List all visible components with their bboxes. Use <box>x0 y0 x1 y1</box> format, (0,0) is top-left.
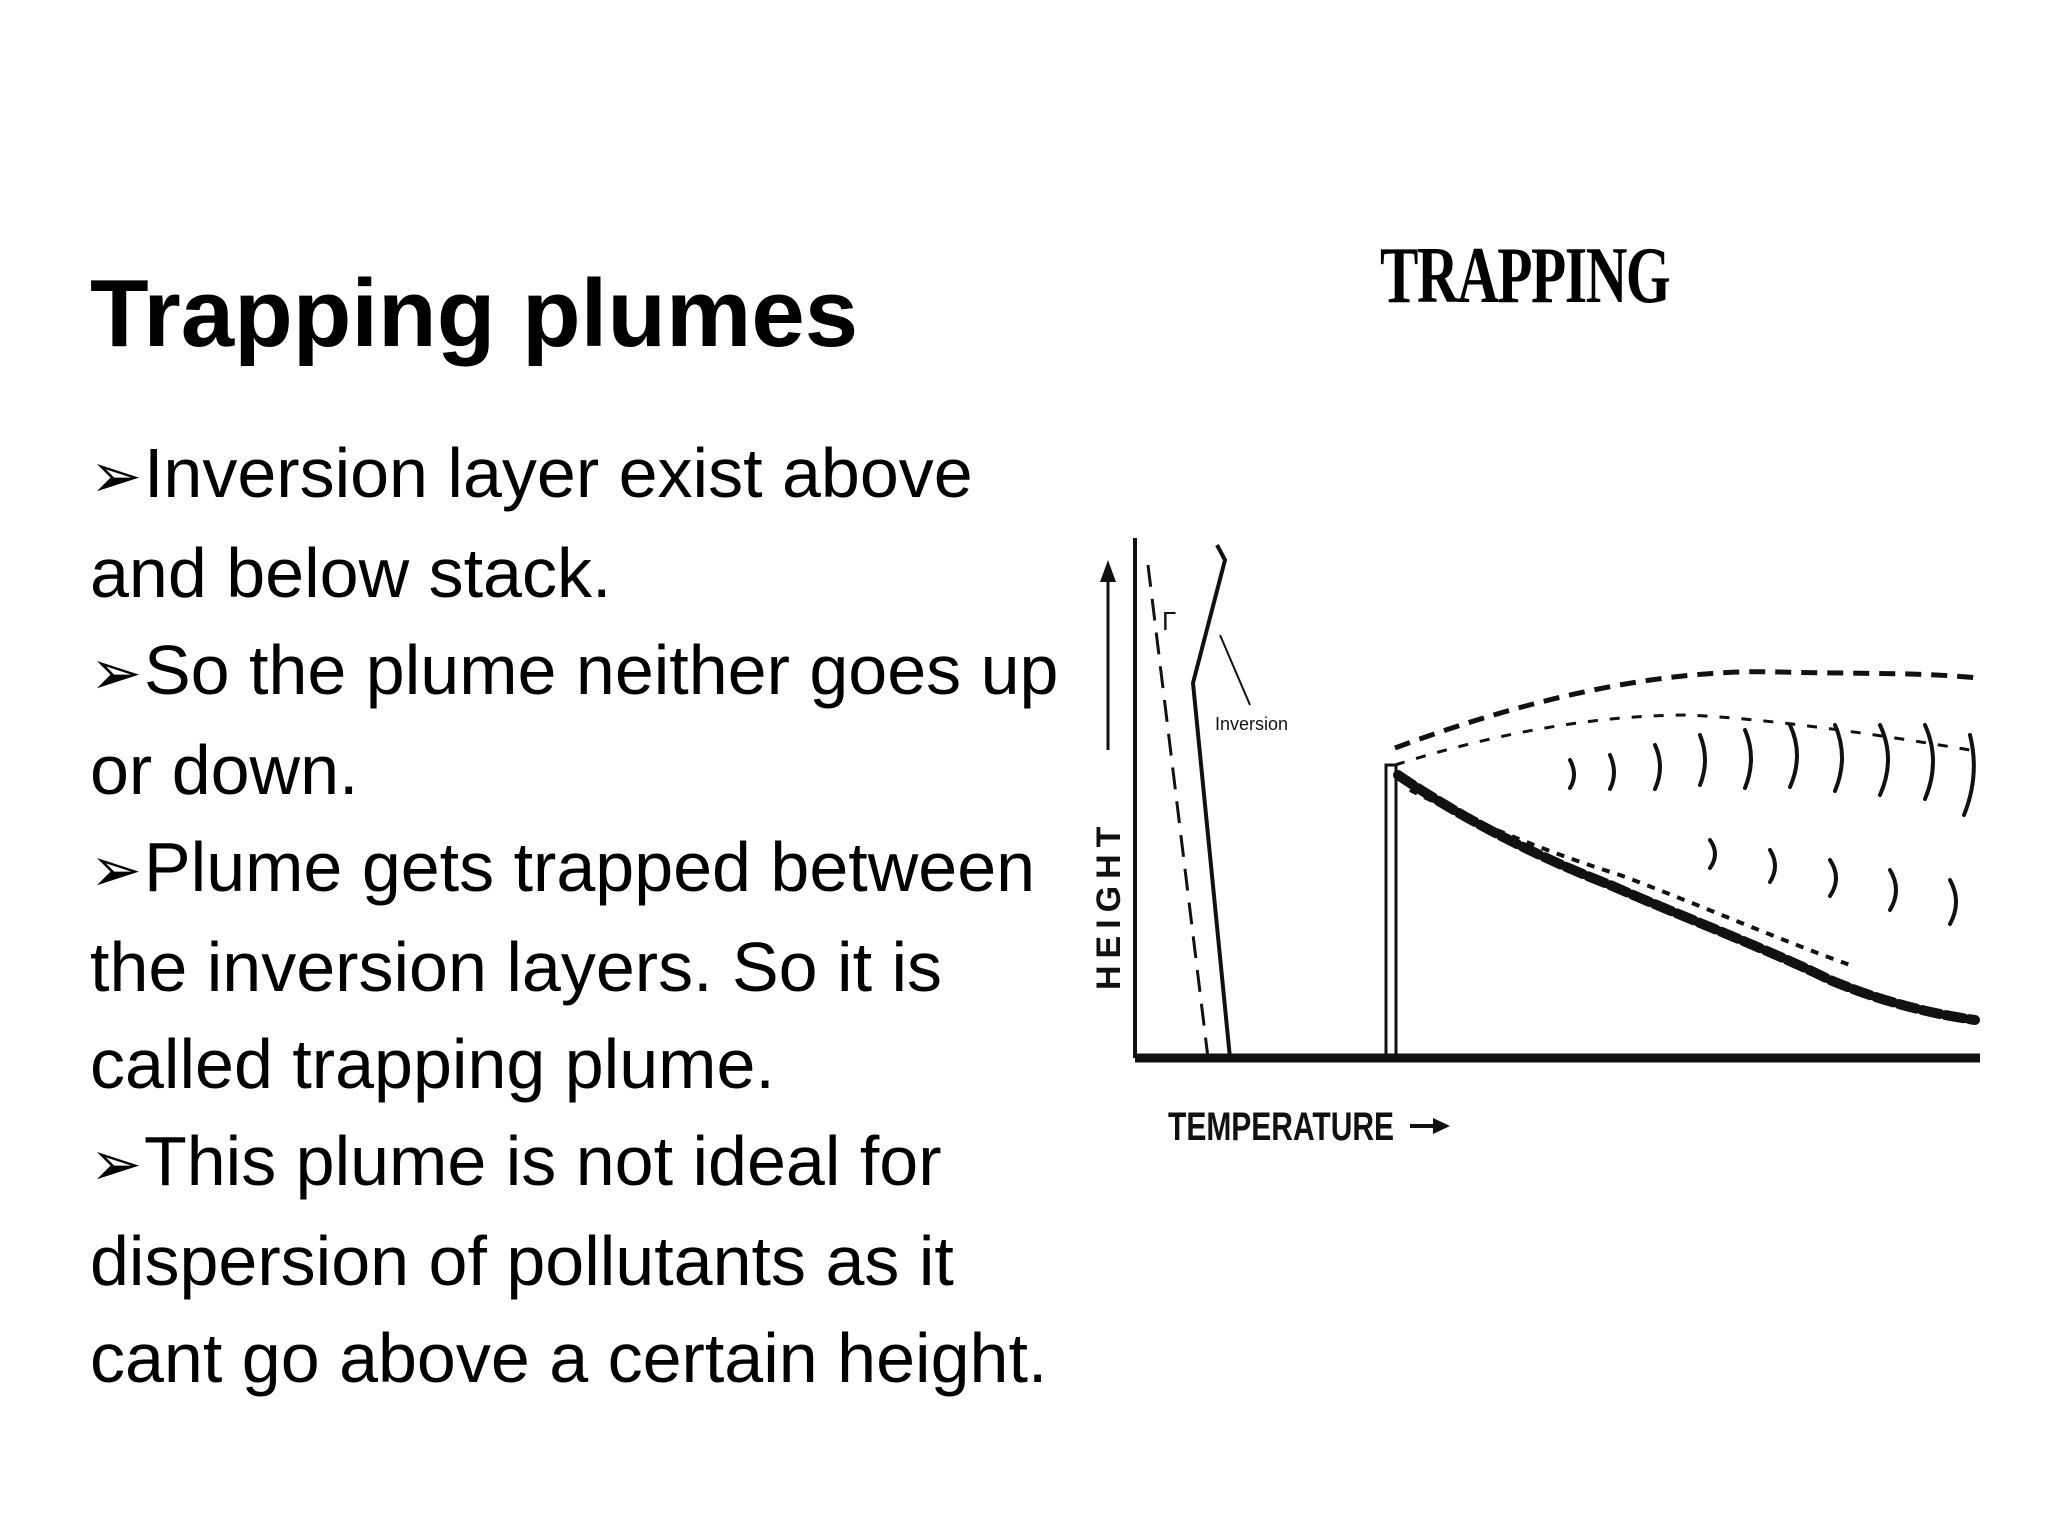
plume-eddy <box>1608 753 1616 791</box>
plume-upper-boundary <box>1394 669 1979 751</box>
temperature-axis-label-group: TEMPERATURE <box>1168 1105 1450 1149</box>
trapping-diagram-svg: HEIGHT Γ Inversion <box>1090 538 1980 1149</box>
plume-eddy <box>1962 733 1976 817</box>
height-axis-label: HEIGHT <box>1090 820 1128 990</box>
plume-eddy <box>1888 868 1898 912</box>
plume-eddy <box>1768 848 1777 884</box>
plume-eddy <box>1788 723 1799 789</box>
figure-title: TRAPPING <box>1380 232 1671 320</box>
inversion-pointer <box>1219 634 1251 706</box>
plume-eddy <box>1833 723 1844 793</box>
plume-eddy <box>1653 743 1662 791</box>
plume-lower-boundary <box>1393 770 1980 1025</box>
height-axis-label-group: HEIGHT <box>1090 560 1128 990</box>
arrowhead-bullet-icon: ➢ <box>90 836 142 905</box>
arrowhead-bullet-icon: ➢ <box>90 1130 142 1199</box>
bullet-text: Plume gets trapped between the inversion… <box>90 828 1036 1103</box>
temperature-profile-line <box>1190 544 1232 1059</box>
plume-eddy <box>1708 838 1717 870</box>
plume-eddies <box>1568 723 1976 926</box>
lapse-rate-line <box>1146 564 1210 1059</box>
inversion-label: Inversion <box>1215 714 1288 734</box>
trapping-diagram: HEIGHT Γ Inversion <box>1090 520 1990 1160</box>
plume-lower-texture <box>1409 788 1851 967</box>
gamma-label: Γ <box>1162 606 1176 636</box>
height-arrow-head-icon <box>1100 560 1116 582</box>
arrowhead-bullet-icon: ➢ <box>90 639 142 708</box>
stack <box>1384 763 1398 1057</box>
plume-eddy <box>1923 723 1935 801</box>
slide-title: Trapping plumes <box>90 260 859 367</box>
plume-eddy <box>1698 733 1707 787</box>
bullet-item: ➢This plume is not ideal for dispersion … <box>90 1113 1090 1407</box>
plume-inner-turbulence <box>1394 713 1971 767</box>
bullet-text: Inversion layer exist above and below st… <box>90 434 973 612</box>
plume-eddy <box>1948 878 1958 926</box>
arrowhead-bullet-icon: ➢ <box>90 442 142 511</box>
bullet-text: This plume is not ideal for dispersion o… <box>90 1122 1048 1397</box>
plume-eddy <box>1878 723 1890 797</box>
bullet-text: So the plume neither goes up or down. <box>90 631 1059 809</box>
bullet-item: ➢Plume gets trapped between the inversio… <box>90 819 1090 1113</box>
plume-eddy <box>1743 728 1753 790</box>
temperature-axis-label: TEMPERATURE <box>1168 1105 1394 1149</box>
bullet-list: ➢Inversion layer exist above and below s… <box>90 425 1090 1407</box>
temperature-arrow-head-icon <box>1433 1118 1450 1134</box>
bullet-item: ➢Inversion layer exist above and below s… <box>90 425 1090 622</box>
plume-eddy <box>1568 758 1576 790</box>
bullet-item: ➢So the plume neither goes up or down. <box>90 622 1090 819</box>
plume-eddy <box>1828 858 1838 898</box>
